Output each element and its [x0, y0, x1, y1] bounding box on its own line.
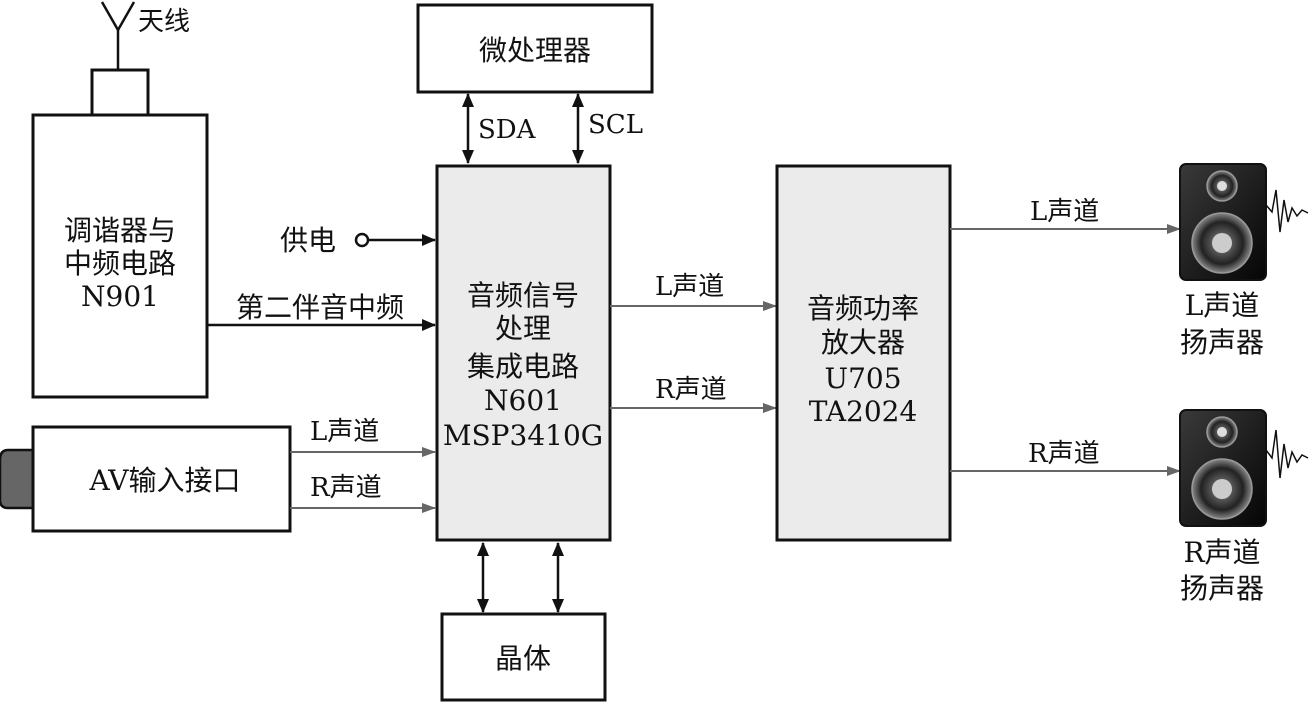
- amplifier-line-4: TA2024: [809, 395, 918, 428]
- crystal-block: [440, 612, 607, 702]
- tuner-block: [31, 113, 209, 399]
- av-plug-icon: [0, 448, 35, 510]
- amplifier-line-1: 音频功率: [807, 292, 919, 325]
- left-speaker-line-2: 扬声器: [1180, 326, 1264, 359]
- processor-line-3: 集成电路: [467, 350, 579, 383]
- right-speaker-line-2: 扬声器: [1180, 572, 1264, 605]
- processor-line-4: N601: [484, 384, 562, 417]
- av-input-label: AV输入接口: [88, 464, 240, 497]
- av-input-block: [31, 425, 292, 533]
- tuner-line-2: 中频电路: [64, 247, 176, 280]
- processor-line-1: 音频信号: [467, 279, 579, 312]
- amplifier-line-2: 放大器: [821, 326, 905, 359]
- out-right-label: R声道: [1028, 439, 1100, 469]
- av-right-label: R声道: [310, 473, 382, 503]
- processor-line-5: MSP3410G: [443, 419, 603, 452]
- tuner-connector: [90, 68, 150, 117]
- antenna-label: 天线: [138, 7, 190, 37]
- left-speaker-line-1: L声道: [1185, 289, 1260, 322]
- mid-right-label: R声道: [655, 375, 727, 405]
- crystal-label: 晶体: [495, 642, 551, 675]
- right-speaker-line-1: R声道: [1183, 536, 1260, 569]
- scl-label: SCL: [588, 110, 643, 140]
- right-speaker-icon: [1179, 409, 1309, 527]
- tuner-line-1: 调谐器与: [64, 214, 176, 247]
- av-left-label: L声道: [310, 417, 379, 447]
- out-left-label: L声道: [1030, 197, 1099, 227]
- amplifier-block: [775, 164, 952, 542]
- mid-left-label: L声道: [655, 272, 724, 302]
- antenna-icon: [100, 1, 136, 70]
- second-if-label: 第二伴音中频: [236, 291, 404, 324]
- microprocessor-label: 微处理器: [479, 34, 591, 67]
- left-speaker-icon: [1179, 163, 1309, 281]
- power-label: 供电: [280, 224, 336, 257]
- processor-line-2: 处理: [495, 312, 551, 345]
- amplifier-line-3: U705: [824, 362, 901, 395]
- microprocessor-block: [416, 3, 654, 94]
- power-terminal-icon: [354, 232, 370, 248]
- tuner-line-3: N901: [81, 280, 159, 313]
- sda-label: SDA: [478, 115, 537, 145]
- audio-processor-block: [435, 164, 612, 542]
